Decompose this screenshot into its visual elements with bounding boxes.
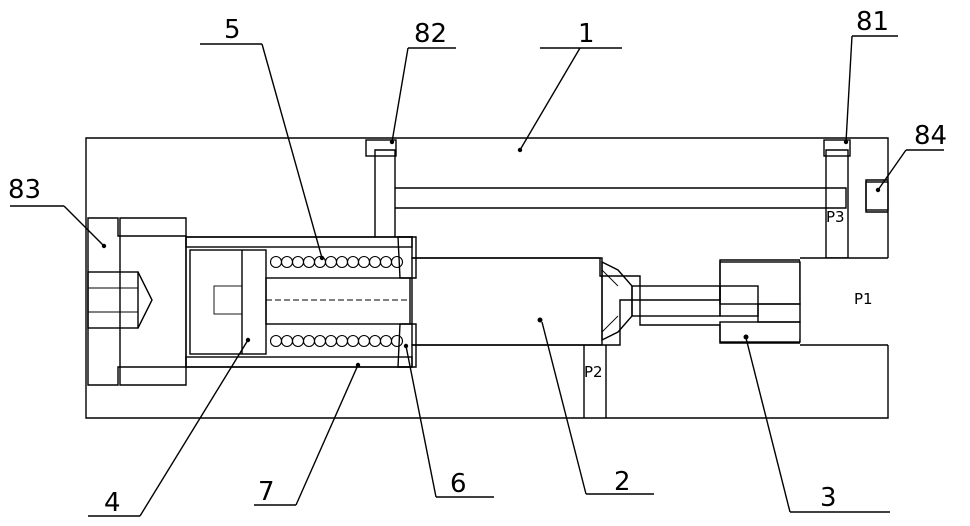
spring-coil bbox=[304, 336, 315, 347]
spring-coil bbox=[370, 257, 381, 268]
callout-4: 4 bbox=[104, 488, 121, 518]
spring-5 bbox=[271, 257, 403, 347]
plug-84 bbox=[866, 182, 888, 210]
spring-coil bbox=[315, 336, 326, 347]
callout-81: 81 bbox=[856, 7, 889, 37]
spring-coil bbox=[282, 336, 293, 347]
callout-82: 82 bbox=[414, 19, 447, 49]
spring-coil bbox=[348, 336, 359, 347]
spring-coil bbox=[359, 336, 370, 347]
seat-3 bbox=[720, 262, 800, 342]
callout-1: 1 bbox=[578, 19, 595, 49]
port-p2-label: P2 bbox=[584, 363, 603, 381]
spring-coil bbox=[326, 336, 337, 347]
valve-body bbox=[86, 138, 890, 418]
spring-coil bbox=[304, 257, 315, 268]
callout-5: 5 bbox=[224, 15, 241, 45]
port-p1-label: P1 bbox=[854, 290, 873, 308]
spring-coil bbox=[370, 336, 381, 347]
spring-coil bbox=[326, 257, 337, 268]
spring-coil bbox=[271, 257, 282, 268]
spring-coil bbox=[381, 257, 392, 268]
callout-3: 3 bbox=[820, 483, 837, 513]
spring-coil bbox=[282, 257, 293, 268]
port-p3-label: P3 bbox=[826, 208, 845, 226]
callout-2: 2 bbox=[614, 467, 631, 497]
spring-coil bbox=[337, 257, 348, 268]
spool-2 bbox=[412, 258, 720, 345]
spring-coil bbox=[271, 336, 282, 347]
spring-coil bbox=[359, 257, 370, 268]
spring-coil bbox=[392, 257, 403, 268]
spring-coil bbox=[392, 336, 403, 347]
spring-coil bbox=[293, 257, 304, 268]
callout-6: 6 bbox=[450, 469, 467, 499]
callout-84: 84 bbox=[914, 121, 947, 151]
spring-coil bbox=[348, 257, 359, 268]
callout-83: 83 bbox=[8, 175, 41, 205]
spring-coil bbox=[293, 336, 304, 347]
leader-dots bbox=[102, 140, 880, 367]
spring-coil bbox=[381, 336, 392, 347]
plug-83 bbox=[88, 218, 186, 385]
spring-coil bbox=[337, 336, 348, 347]
callout-7: 7 bbox=[258, 477, 275, 507]
